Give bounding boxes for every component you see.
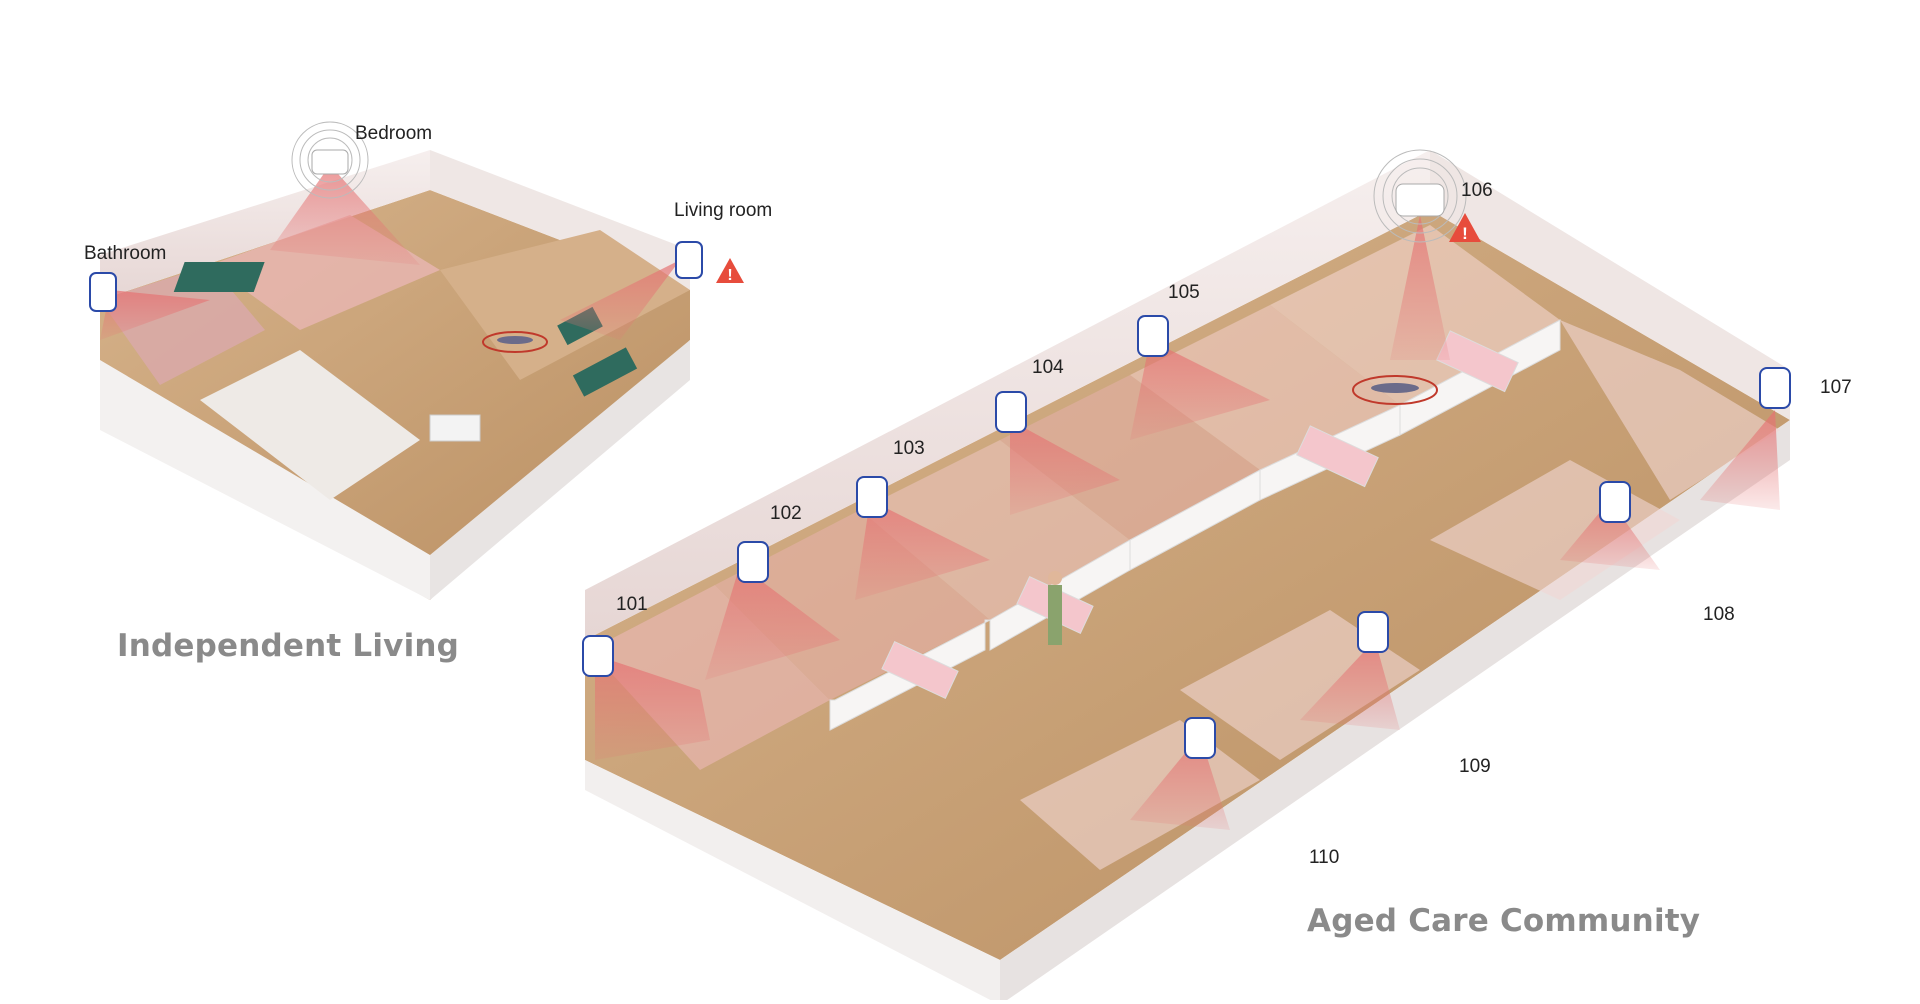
fall-alert-ring (482, 331, 548, 353)
bedroom-label: Bedroom (355, 123, 433, 144)
independent-living-caption: Independent Living (117, 628, 460, 664)
bathroom-sensor (89, 272, 210, 340)
room-label-104: 104 (1032, 357, 1064, 378)
sensor-107 (1759, 367, 1791, 409)
room-103-area (860, 440, 1130, 620)
room-label-103: 103 (893, 438, 925, 459)
sofa (572, 347, 638, 397)
bedroom-sensor (270, 121, 420, 265)
sensor-105 (1137, 315, 1169, 357)
sensor-108 (1599, 481, 1631, 523)
aged-care-building: ! (582, 149, 1791, 1004)
fall-alert-ring-106 (1352, 375, 1438, 405)
living-room-sensor (560, 241, 703, 340)
room-label-105: 105 (1168, 282, 1200, 303)
room-label-107: 107 (1820, 377, 1852, 398)
standing-person-103 (1048, 585, 1062, 645)
room-label-102: 102 (770, 503, 802, 524)
aged-care-community-caption: Aged Care Community (1307, 903, 1701, 939)
room-label-108: 108 (1703, 604, 1735, 625)
bed (173, 262, 265, 292)
apartment-wall-front-left (100, 300, 430, 600)
sensor-101 (582, 635, 614, 677)
svg-text:!: ! (1462, 224, 1468, 243)
building-side-wall (1430, 150, 1790, 420)
fallen-person-106 (1371, 383, 1419, 393)
room-105-area (1130, 305, 1400, 470)
building-floor (585, 210, 1790, 960)
sensor-106 (1373, 149, 1467, 243)
svg-text:!: ! (727, 267, 732, 284)
sensor-110 (1184, 717, 1216, 759)
fallen-person (497, 336, 533, 344)
sensor-102 (737, 541, 769, 583)
independent-living-apartment: ! (89, 121, 744, 600)
warning-triangle-icon: ! (716, 258, 744, 284)
kitchen-area (200, 350, 420, 500)
building-wall-front-left (585, 760, 1000, 1004)
warning-triangle-icon-106: ! (1449, 213, 1481, 243)
sensor-104 (995, 391, 1027, 433)
dining-table (429, 414, 481, 442)
room-104-area (1000, 375, 1260, 540)
sensor-devices (582, 315, 1791, 759)
sensor-109 (1357, 611, 1389, 653)
room-label-106: 106 (1461, 180, 1493, 201)
room-label-110: 110 (1309, 847, 1340, 868)
room-label-101: 101 (616, 594, 648, 615)
room-label-109: 109 (1459, 756, 1491, 777)
room-107-area (1560, 320, 1780, 500)
living-room-label: Living room (674, 200, 773, 221)
standing-person-103-head (1048, 571, 1062, 585)
sensor-103 (856, 476, 888, 518)
bathroom-label: Bathroom (84, 243, 167, 264)
apartment-wall-front-right (430, 340, 690, 600)
